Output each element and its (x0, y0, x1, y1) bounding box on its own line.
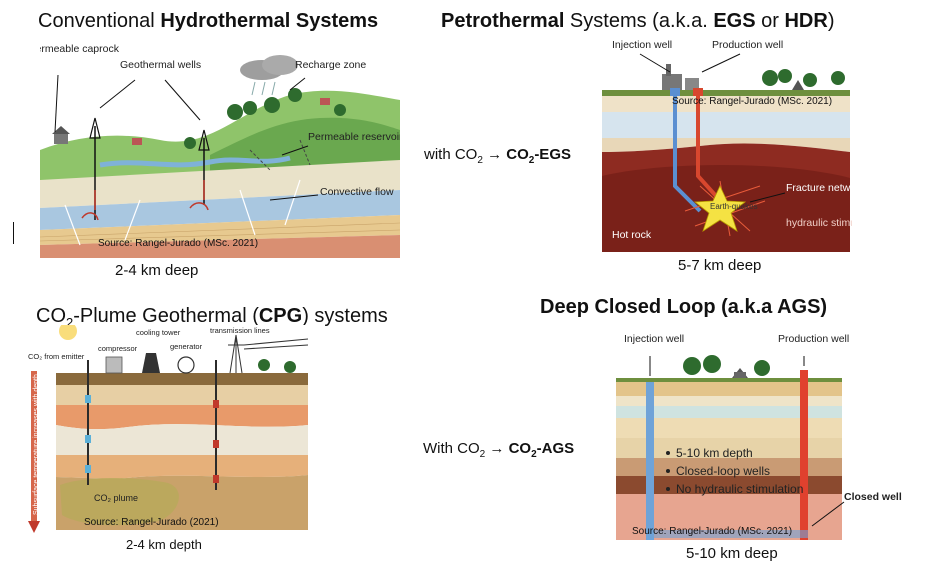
label-injection-well: Injection well (624, 333, 684, 345)
hydrothermal-title-prefix: Conventional (38, 10, 161, 32)
hydrothermal-depth: 2-4 km deep (115, 262, 199, 279)
petrothermal-title-bold-3: HDR (784, 10, 828, 32)
co2-ags-result-suffix: -AGS (536, 440, 575, 457)
label-co2-emitter: CO₂ from emitter (28, 352, 85, 361)
ags-bullet-2: Closed-loop wells (676, 464, 770, 478)
petrothermal-title-or: or (755, 10, 785, 32)
label-earthquakes: Earth-quakes (710, 202, 758, 211)
petrothermal-title-mid: Systems (a.k.a. (564, 10, 714, 32)
hydrothermal-title: Conventional Hydrothermal Systems (38, 10, 378, 33)
co2-ags-line: With CO2 → CO2-AGS (423, 440, 574, 460)
label-fracture-network: Fracture network (786, 182, 852, 194)
co2-egs-prefix: with CO (424, 146, 478, 163)
cpg-title-prefix: CO (36, 305, 66, 327)
label-recharge-zone: Recharge zone (295, 59, 366, 71)
cpg-title-sub: 2 (66, 315, 74, 330)
ags-bullet-3: No hydraulic stimulation (676, 482, 803, 496)
co2-ags-result-sub: 2 (531, 449, 537, 460)
label-temperature-gradient: Subsurface temperature increases with de… (33, 374, 40, 515)
ags-depth: 5-10 km deep (686, 545, 778, 562)
co2-ags-result-prefix: CO (508, 440, 532, 457)
hydrothermal-title-bold: Hydrothermal Systems (160, 10, 379, 32)
arrow-right-icon: → (487, 146, 503, 163)
label-impermeable-caprock: Impermeable caprock (40, 43, 120, 55)
label-geothermal-wells: Geothermal wells (120, 59, 201, 71)
hydrothermal-diagram: Impermeable caprock Geothermal wells Rec… (40, 40, 400, 258)
co2-egs-result-sub: 2 (528, 155, 535, 166)
arrow-right-icon: → (489, 440, 505, 457)
ags-bullet-1: 5-10 km depth (676, 446, 753, 460)
label-compressor: compressor (98, 344, 138, 353)
cpg-title: CO2-Plume Geothermal (CPG) systems (36, 305, 388, 330)
ags-bullet-list: 5-10 km depth Closed-loop wells No hydra… (666, 446, 803, 496)
petrothermal-title-end: ) (827, 10, 835, 32)
co2-ags-prefix: With CO (423, 440, 480, 457)
ags-diagram: 5-10 km depth Closed-loop wells No hydra… (612, 330, 902, 546)
cpg-title-end: ) systems (302, 305, 388, 327)
cpg-diagram: CO₂ plume Subsurface temperature increas… (28, 325, 308, 535)
label-cooling-tower: cooling tower (136, 328, 181, 337)
petrothermal-diagram: Earth-quakes Injection well Production w… (600, 36, 852, 254)
co2-egs-sub: 2 (477, 155, 483, 166)
label-transmission-lines: transmission lines (210, 326, 270, 335)
label-co2-plume: CO₂ plume (94, 493, 138, 503)
ags-source: Source: Rangel-Jurado (MSc. 2021) (632, 526, 792, 537)
label-injection-well: Injection well (612, 39, 672, 51)
co2-ags-sub: 2 (479, 449, 486, 460)
cpg-depth: 2-4 km depth (126, 537, 202, 552)
label-convective-flow: Convective flow (320, 186, 394, 198)
label-hot-rock: Hot rock (612, 229, 652, 241)
co2-egs-line: with CO2 → CO2-EGS (424, 146, 571, 166)
petrothermal-depth: 5-7 km deep (678, 257, 762, 274)
cpg-title-bold: CPG (258, 305, 303, 327)
label-permeable-reservoir: Permeable reservoir (308, 131, 400, 143)
co2-egs-result-suffix: -EGS (534, 146, 571, 163)
hydrothermal-source: Source: Rangel-Jurado (MSc. 2021) (98, 238, 258, 249)
petrothermal-title-bold-1: Petrothermal (441, 10, 565, 32)
co2-egs-result-prefix: CO (506, 146, 529, 163)
label-generator: generator (170, 342, 203, 351)
petrothermal-title-bold-2: EGS (713, 10, 756, 32)
separator-tick (13, 222, 14, 244)
ags-title: Deep Closed Loop (a.k.a AGS) (540, 296, 828, 318)
cpg-title-mid: -Plume Geothermal ( (73, 305, 259, 327)
petrothermal-source: Source: Rangel-Jurado (MSc. 2021) (672, 96, 832, 107)
label-production-well: Production well (778, 333, 849, 345)
label-hydraulic-stimulation: hydraulic stimulation (786, 217, 852, 229)
label-production-well: Production well (712, 39, 783, 51)
cpg-source: Source: Rangel-Jurado (2021) (84, 517, 219, 528)
label-closed-wellbore: Closed wellbore (844, 491, 902, 503)
petrothermal-title: Petrothermal Systems (a.k.a. EGS or HDR) (441, 10, 834, 33)
